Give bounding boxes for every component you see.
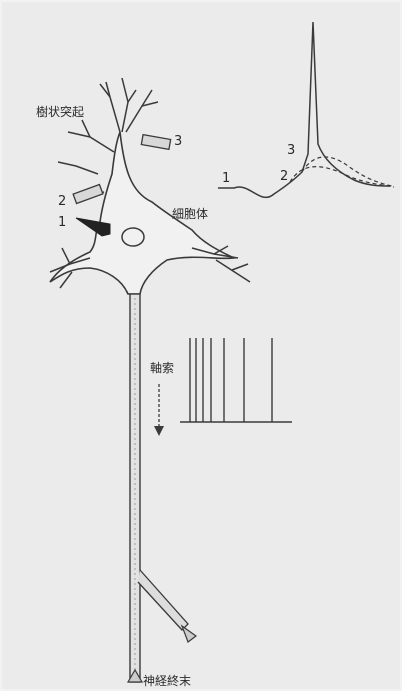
direction-arrow bbox=[154, 384, 164, 436]
ap-label-1: 1 bbox=[222, 171, 230, 186]
axon-label: 軸索 bbox=[150, 361, 174, 375]
action-potential-plot bbox=[218, 22, 394, 197]
ap-label-3: 3 bbox=[287, 143, 295, 158]
spike-train bbox=[180, 338, 292, 422]
axon-collateral bbox=[138, 570, 196, 642]
terminal-label: 神経終末 bbox=[143, 673, 191, 688]
ap-label-2: 2 bbox=[280, 169, 288, 184]
axon bbox=[130, 294, 140, 682]
dendrite-label: 樹状突起 bbox=[36, 104, 84, 119]
marker-3: 3 bbox=[174, 134, 182, 149]
soma-label: 細胞体 bbox=[172, 207, 208, 221]
synapse-3 bbox=[141, 135, 170, 150]
synapse-2 bbox=[73, 185, 103, 204]
marker-1: 1 bbox=[58, 215, 66, 230]
marker-2: 2 bbox=[58, 194, 66, 209]
